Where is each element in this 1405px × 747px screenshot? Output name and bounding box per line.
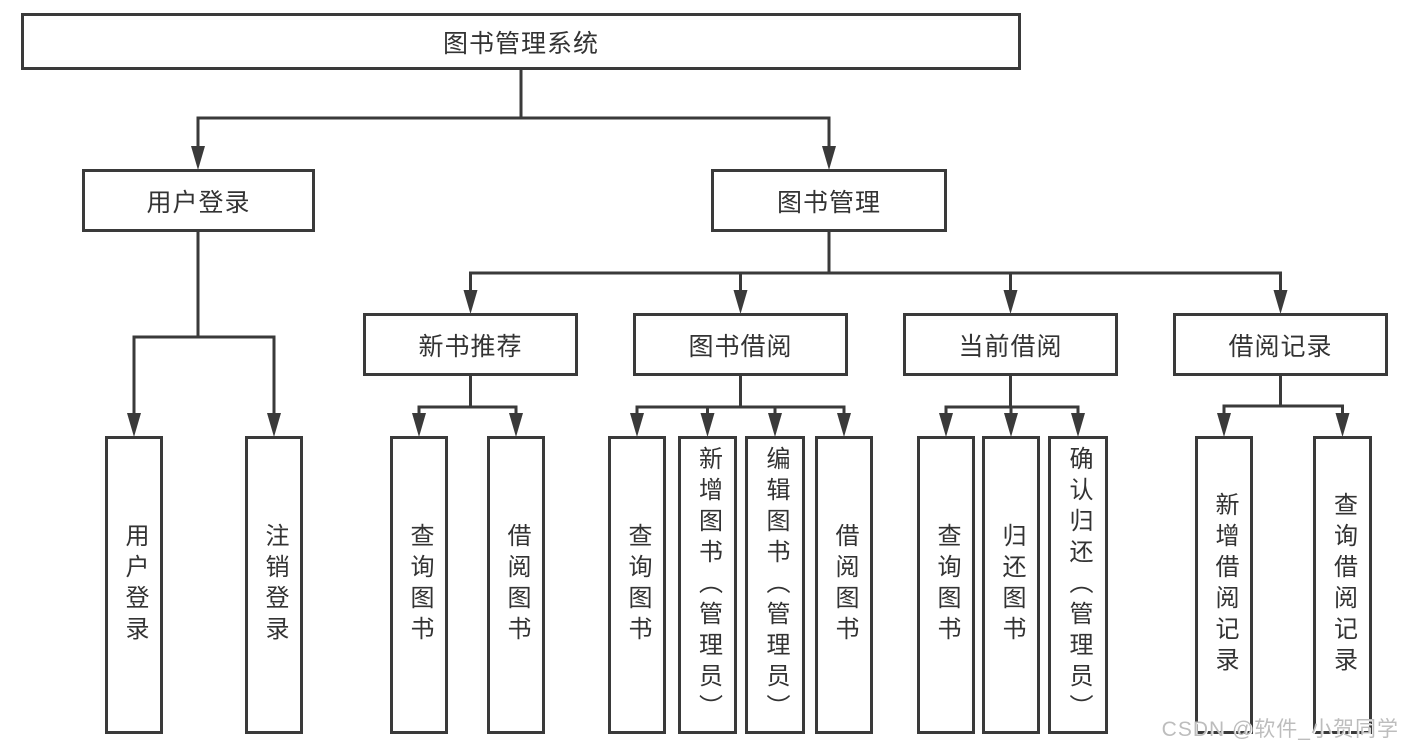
arrow-down-icon	[822, 146, 836, 170]
arrow-down-icon	[1335, 413, 1350, 437]
arrow-down-icon	[1004, 413, 1018, 437]
leaf-user-login-label: 用户登录	[121, 523, 148, 647]
leaf-add-borrow-record: 新增借阅记录	[1195, 436, 1253, 734]
leaf-borrow-book-1: 借阅图书	[487, 436, 545, 734]
leaf-query-book-2: 查询图书	[608, 436, 666, 734]
node-borrow-record-label: 借阅记录	[1228, 332, 1333, 361]
leaf-borrow-book-1-label: 借阅图书	[503, 523, 530, 647]
leaf-add-borrow-record-label: 新增借阅记录	[1211, 492, 1238, 678]
arrow-down-icon	[939, 413, 953, 437]
arrow-down-icon	[1071, 413, 1085, 437]
leaf-query-book-3: 查询图书	[917, 436, 975, 734]
node-current-borrow: 当前借阅	[903, 313, 1118, 376]
leaf-query-book-1-label: 查询图书	[406, 523, 433, 647]
arrow-down-icon	[1217, 413, 1231, 437]
leaf-add-book-admin: 新增图书（管理员）	[678, 436, 737, 734]
leaf-edit-book-admin: 编辑图书（管理员）	[745, 436, 805, 734]
leaf-confirm-return-admin: 确认归还（管理员）	[1048, 436, 1108, 734]
node-root-label: 图书管理系统	[442, 29, 599, 58]
arrow-down-icon	[700, 413, 715, 437]
arrow-down-icon	[191, 146, 205, 170]
leaf-query-borrow-record-label: 查询借阅记录	[1329, 492, 1357, 678]
arrow-down-icon	[509, 413, 523, 437]
leaf-logout-label: 注销登录	[261, 523, 288, 647]
arrow-down-icon	[733, 290, 748, 314]
node-user-login-branch: 用户登录	[82, 169, 315, 232]
arrowheads	[127, 146, 1350, 437]
arrow-down-icon	[127, 413, 141, 437]
node-book-management-branch: 图书管理	[711, 169, 947, 232]
node-borrow-record: 借阅记录	[1173, 313, 1388, 376]
node-root: 图书管理系统	[21, 13, 1021, 70]
arrow-down-icon	[630, 413, 644, 437]
leaf-borrow-book-2: 借阅图书	[815, 436, 873, 734]
arrow-down-icon	[412, 413, 426, 437]
leaf-confirm-return-admin-label: 确认归还（管理员）	[1065, 445, 1092, 725]
leaf-borrow-book-2-label: 借阅图书	[831, 523, 858, 647]
node-new-book-recommend: 新书推荐	[363, 313, 578, 376]
node-book-management-branch-label: 图书管理	[776, 188, 881, 217]
leaf-logout: 注销登录	[245, 436, 303, 734]
arrow-down-icon	[837, 413, 851, 437]
leaf-query-book-1: 查询图书	[390, 436, 448, 734]
leaf-query-borrow-record: 查询借阅记录	[1313, 436, 1372, 734]
leaf-query-book-3-label: 查询图书	[933, 523, 960, 647]
node-new-book-recommend-label: 新书推荐	[418, 332, 523, 361]
csdn-watermark: CSDN @软件_小贺同学	[1161, 718, 1399, 741]
leaf-edit-book-admin-label: 编辑图书（管理员）	[762, 445, 789, 725]
arrow-down-icon	[1273, 290, 1288, 314]
node-book-borrow-label: 图书借阅	[688, 332, 793, 361]
node-user-login-branch-label: 用户登录	[146, 188, 251, 217]
arrow-down-icon	[1003, 290, 1018, 314]
leaf-query-book-2-label: 查询图书	[624, 523, 651, 647]
leaf-return-book-label: 归还图书	[998, 523, 1025, 647]
arrow-down-icon	[768, 413, 782, 437]
node-book-borrow: 图书借阅	[633, 313, 848, 376]
leaf-add-book-admin-label: 新增图书（管理员）	[694, 445, 722, 725]
leaf-return-book: 归还图书	[982, 436, 1040, 734]
arrow-down-icon	[267, 413, 281, 437]
leaf-user-login: 用户登录	[105, 436, 163, 734]
arrow-down-icon	[463, 290, 478, 314]
node-current-borrow-label: 当前借阅	[958, 332, 1063, 361]
